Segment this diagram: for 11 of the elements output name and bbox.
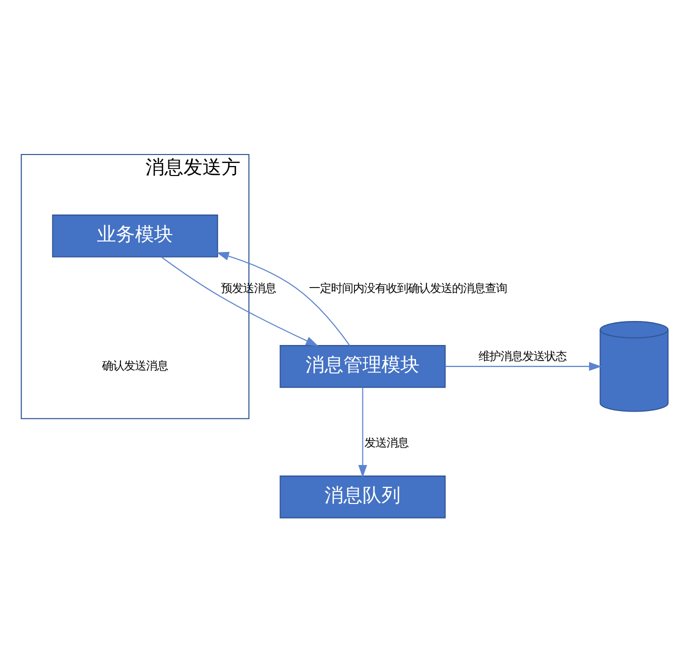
label: 确认发送消息 xyxy=(102,358,168,372)
arrow xyxy=(445,362,602,371)
edge-label: 发送消息 xyxy=(364,436,409,450)
arrow xyxy=(161,256,318,346)
edge-label: 一定时间内没有收到确认发送的消息查询 xyxy=(309,281,508,296)
node-box: 业务模块 xyxy=(52,214,218,258)
node-box: 消息队列 xyxy=(280,476,446,518)
arrow xyxy=(358,388,368,478)
node-box: 消息管理模块 xyxy=(280,345,446,388)
arrow xyxy=(216,252,350,346)
edge-label: 维护消息发送状态 xyxy=(478,348,567,363)
